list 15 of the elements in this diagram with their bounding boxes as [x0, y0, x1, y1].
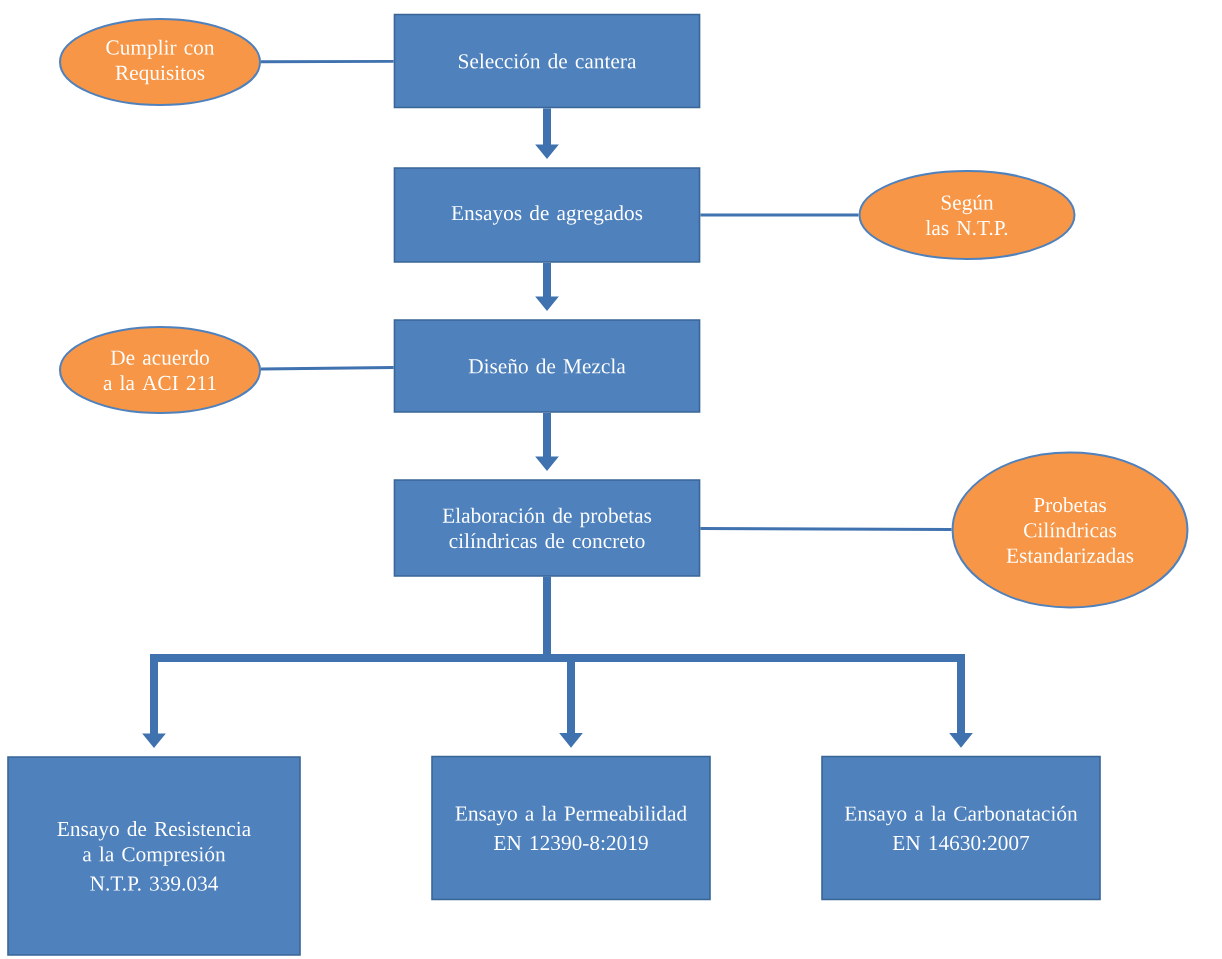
- ellipse-node: Cumplir con Requisitos: [59, 18, 261, 106]
- process-box: Selección de cantera: [393, 13, 701, 109]
- process-box: Ensayo a la Carbonatación EN 14630:2007: [821, 755, 1101, 901]
- ellipse-node: Según las N.T.P.: [858, 170, 1076, 260]
- process-box: Ensayo de Resistencia a la Compresión N.T.P. 339.034: [7, 756, 301, 956]
- ellipse-node: Probetas Cilíndricas Estandarizadas: [951, 451, 1189, 609]
- connector-line: [700, 213, 859, 217]
- connector-line: [261, 59, 394, 64]
- ellipse-node: De acuerdo a la ACI 211: [59, 326, 261, 414]
- process-box: Ensayo a la Permeabilidad EN 12390-8:2019: [431, 755, 711, 901]
- connector-line: [700, 527, 952, 531]
- connector-line: [260, 366, 394, 371]
- process-box: Elaboración de probetas cilíndricas de concreto: [393, 479, 701, 577]
- process-box: Diseño de Mezcla: [393, 319, 701, 413]
- process-box: Ensayos de agregados: [393, 167, 701, 263]
